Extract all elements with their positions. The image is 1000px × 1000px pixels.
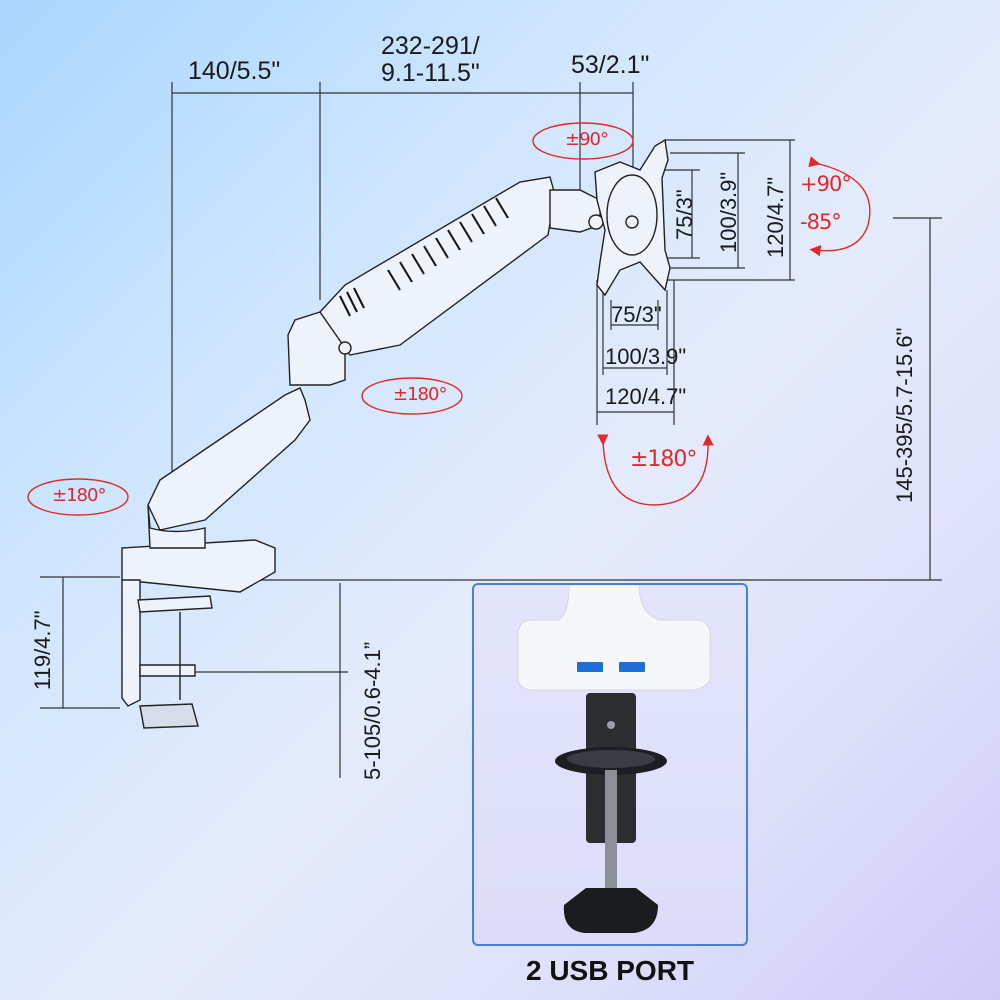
rotation-tilt-up: +90° bbox=[800, 172, 852, 196]
usb-port-inset bbox=[472, 583, 748, 946]
dim-base-to-elbow: 140/5.5" bbox=[188, 57, 281, 85]
dim-vesa75-vertical: 75/3" bbox=[672, 189, 697, 240]
dim-vesa100-vertical: 100/3.9" bbox=[716, 171, 741, 253]
usb-caption: 2 USB PORT bbox=[525, 955, 695, 986]
arm-grip-ribs bbox=[339, 197, 509, 317]
dim-vesa75-horizontal: 75/3" bbox=[611, 302, 662, 327]
dim-vesa100-horizontal: 100/3.9" bbox=[605, 344, 687, 369]
dim-clamp-height: 119/4.7" bbox=[30, 610, 55, 690]
usb-clamp-photo bbox=[517, 585, 711, 933]
usb-port-2 bbox=[619, 662, 645, 672]
dim-arm-reach-line1: 232-291/ bbox=[381, 32, 480, 60]
rotation-screen: ±180° bbox=[630, 447, 697, 472]
dim-height-range: 145-395/5.7-15.6" bbox=[892, 327, 917, 503]
monitor-arm-outline bbox=[121, 138, 671, 729]
dim-tilt-head: 53/2.1" bbox=[571, 51, 650, 79]
dim-desk-thickness: 5-105/0.6-4.1” bbox=[360, 641, 385, 780]
rotation-elbow: ±180° bbox=[393, 384, 447, 405]
rotation-base: ±180° bbox=[52, 485, 106, 506]
dim-vesa120-horizontal: 120/4.7" bbox=[605, 384, 687, 409]
dim-arm-reach-line2: 9.1-11.5" bbox=[381, 59, 480, 87]
usb-port-1 bbox=[577, 662, 603, 672]
dim-vesa120-vertical: 120/4.7" bbox=[763, 176, 788, 258]
rotation-arrows bbox=[27, 122, 871, 516]
top-dimension-lines bbox=[40, 82, 942, 778]
rotation-swivel-head: ±90° bbox=[565, 129, 609, 150]
rotation-tilt-down: -85° bbox=[800, 210, 842, 234]
